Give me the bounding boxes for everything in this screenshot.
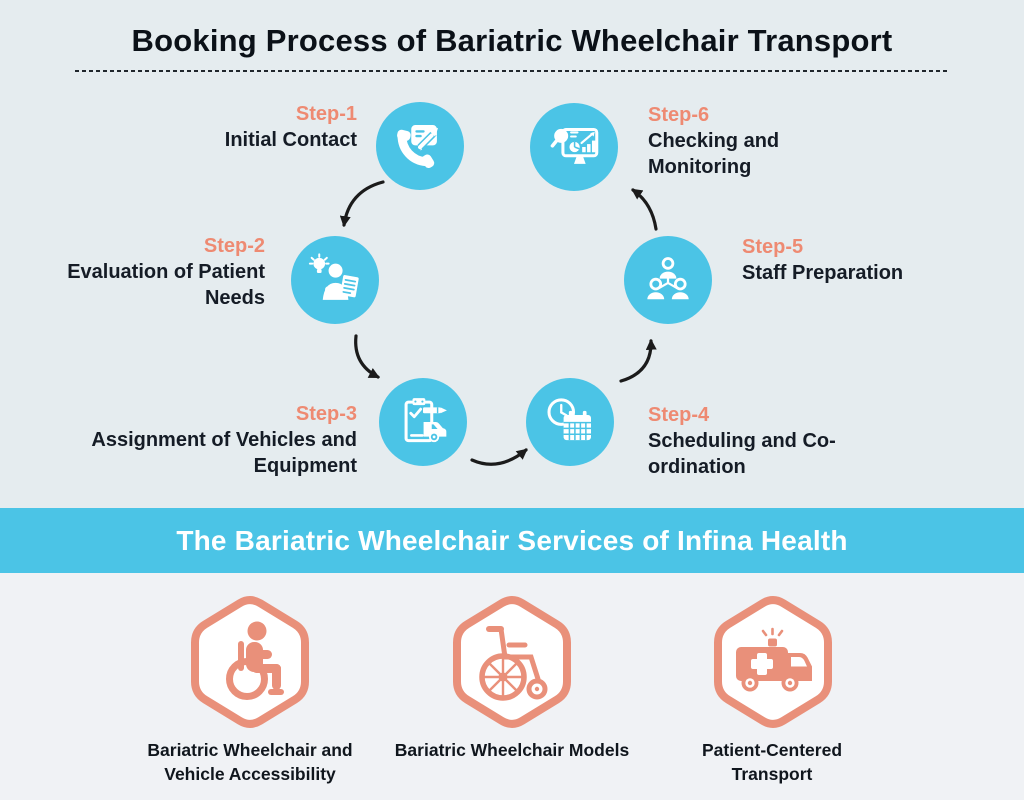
step-5-text: Step-5 Staff Preparation: [742, 234, 962, 286]
step-2-label: Step-2: [203, 235, 265, 257]
clock-calendar-icon: [547, 398, 591, 441]
step-3-label: Step-3: [295, 403, 357, 425]
vehicle-checklist-icon: [404, 398, 447, 443]
service-hexagon-transport: [714, 596, 832, 728]
service-label-models: Bariatric Wheelchair Models: [394, 740, 630, 760]
service-hexagon-accessibility: [191, 596, 309, 728]
page-title: Booking Process of Bariatric Wheelchair …: [131, 23, 893, 58]
step-1-bubble: [376, 102, 464, 190]
step-6-label: Step-6: [648, 104, 710, 126]
patient-assessment-icon: [308, 253, 359, 300]
step-4-bubble: [526, 378, 614, 466]
wheelchair-user-icon: [226, 621, 284, 700]
arrow-step2-step3: [354, 334, 380, 379]
wheelchair-icon: [479, 626, 548, 701]
step-5-label: Step-5: [742, 236, 804, 258]
step-1-name: Initial Contact: [224, 129, 357, 151]
step-2-text: Step-2 Evaluation of Patient Needs: [3, 233, 265, 311]
step-4-text: Step-4 Scheduling and Co-ordination: [648, 402, 864, 480]
arrow-step1-step2: [339, 180, 385, 228]
arrow-step5-step6: [631, 188, 658, 231]
services-banner-title: The Bariatric Wheelchair Services of Inf…: [176, 524, 848, 556]
services-banner: The Bariatric Wheelchair Services of Inf…: [0, 508, 1024, 573]
step-2-bubble: [291, 236, 379, 324]
step-1-text: Step-1 Initial Contact: [97, 101, 357, 153]
arrow-step4-step5: [619, 338, 657, 383]
step-3-text: Step-3 Assignment of Vehicles and Equipm…: [89, 401, 357, 479]
step-3-name: Assignment of Vehicles and Equipment: [91, 429, 357, 477]
service-hexagon-models: [453, 596, 571, 728]
phone-call-message-icon: [397, 125, 439, 169]
step-5-bubble: [624, 236, 712, 324]
step-6-name: Checking and Monitoring: [648, 130, 780, 178]
monitor-analytics-icon: [550, 127, 599, 164]
step-4-label: Step-4: [648, 404, 710, 426]
arrow-step3-step4: [470, 448, 528, 466]
step-5-name: Staff Preparation: [742, 262, 904, 284]
step-1-label: Step-1: [295, 103, 357, 125]
step-6-bubble: [530, 103, 618, 191]
service-label-transport: Patient-Centered Transport: [701, 740, 843, 784]
team-hierarchy-icon: [647, 257, 689, 300]
step-3-bubble: [379, 378, 467, 466]
service-label-accessibility: Bariatric Wheelchair and Vehicle Accessi…: [147, 740, 353, 784]
step-4-name: Scheduling and Co-ordination: [648, 430, 836, 478]
hexagon-outline: [453, 596, 571, 728]
title-divider: [75, 70, 949, 72]
ambulance-icon: [736, 627, 812, 692]
step-6-text: Step-6 Checking and Monitoring: [648, 102, 816, 180]
step-2-name: Evaluation of Patient Needs: [67, 261, 265, 309]
